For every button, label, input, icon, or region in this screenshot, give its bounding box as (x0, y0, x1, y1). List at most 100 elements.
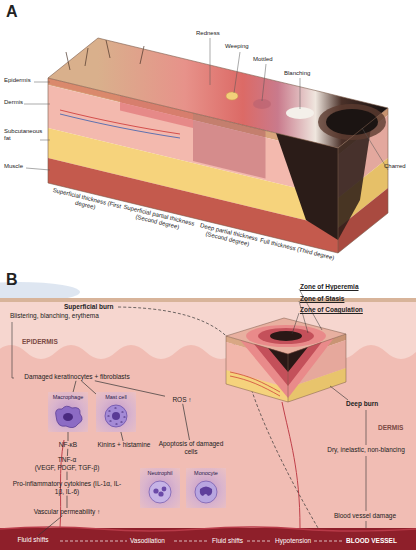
coagulation-core (270, 331, 302, 341)
burn-label: Superficial burn (64, 303, 113, 311)
layer-label: Epidermis (4, 77, 46, 84)
first-degree-zone (48, 78, 120, 102)
block-edge (48, 78, 388, 253)
cell-icon (48, 401, 88, 431)
sign-label: Mottled (253, 56, 273, 63)
process-text: Kinins + histamine (96, 441, 152, 449)
cell-box: Neutrophil (140, 468, 180, 508)
sign-label: Redness (196, 30, 220, 37)
node-text: (VEGF, PDGF, TGF-β) (22, 464, 112, 472)
effect-label: Vasodilation (130, 537, 165, 545)
connector (38, 516, 63, 536)
sign-label: Dry, inelastic, non-blancing (318, 446, 414, 454)
leader-line (330, 386, 366, 528)
process-text: Apoptosis of damaged cells (156, 440, 226, 456)
zone-label: Zone of Stasis (300, 295, 344, 303)
sign-label: Weeping (225, 43, 249, 50)
process-text: Pro-inflammatory cytokines (IL-1α, IL-1β… (12, 480, 122, 496)
node-text: Fluid shifts (8, 536, 58, 544)
nucleus-lobe (158, 491, 163, 496)
node-text: Monocyte (186, 470, 226, 477)
connector (73, 381, 76, 392)
layer-label: EPIDERMIS (22, 338, 58, 346)
sign-label: Charred (384, 163, 406, 170)
macrophage-body (56, 406, 82, 427)
deep-partial-zone (193, 113, 266, 179)
connector (121, 432, 123, 441)
nucleus-lobe (153, 488, 158, 493)
node-text: ROS ↑ (165, 396, 199, 404)
nucleus (63, 413, 73, 421)
node-text: Macrophage (48, 394, 88, 401)
layer-label: DERMIS (378, 424, 403, 432)
node-text: TNF-α (22, 456, 112, 464)
superficial-partial-zone (120, 96, 193, 129)
granules (108, 408, 125, 424)
skin-surface (0, 298, 416, 302)
vessel-wall (0, 527, 416, 531)
cell-icon (186, 477, 226, 507)
node-text: Apoptosis of damaged cells (156, 440, 226, 456)
process-text: Fluid shifts (8, 536, 58, 544)
nucleus (200, 486, 212, 496)
full-thickness-zone (276, 133, 338, 240)
node-text: Vascular permeability ↑ (12, 508, 122, 516)
node-text: Kinins + histamine (96, 441, 152, 449)
leader-line (210, 38, 388, 170)
stasis-ring (258, 328, 314, 344)
process-text: Damaged keratinocytes + fibroblasts (12, 373, 142, 381)
cell-box: Mast cell (96, 392, 136, 432)
node-text: Mast cell (96, 394, 136, 401)
burn-label: Deep burn (346, 400, 378, 408)
block-outline (48, 38, 388, 253)
sign-label: Blanching (284, 70, 310, 77)
cell-icon (140, 477, 180, 507)
connector (67, 496, 68, 508)
hyperemia-zone (240, 338, 334, 398)
connector (67, 472, 68, 480)
hyperemia-ring (246, 325, 326, 347)
panel-letter: B (6, 270, 18, 289)
panel-letter: A (6, 2, 18, 21)
mast-cell-body (105, 405, 127, 427)
sign-label: Blistering, blanching, erythema (10, 312, 99, 320)
blister (226, 92, 238, 100)
process-text: TNF-α(VEGF, PDGF, TGF-β) (22, 456, 112, 472)
effect-label: Fluid shifts (212, 537, 243, 545)
neutrophil-body (149, 481, 171, 503)
char-rim (318, 104, 386, 140)
zone-label: Zone of Hyperemia (300, 283, 359, 291)
node-text: Damaged keratinocytes + fibroblasts (12, 373, 142, 381)
connector (67, 449, 68, 456)
sign-label: Blood vessel damage (320, 512, 410, 520)
cell-box: Macrophage (48, 392, 88, 432)
cell-box: Monocyte (186, 468, 226, 508)
layer-label: Dermis (4, 99, 46, 106)
process-text: ROS ↑ (165, 396, 199, 404)
layer-label: Muscle (4, 163, 46, 170)
leader-line (24, 82, 50, 170)
nucleus-lobe (162, 486, 167, 491)
depth-divider (118, 307, 318, 528)
blood-vessel (0, 528, 416, 550)
node-text: NF-κB (48, 441, 88, 449)
hair (66, 40, 144, 70)
epidermis-region (0, 300, 416, 359)
effect-label: Hypotension (275, 537, 311, 545)
node-text: Pro-inflammatory cytokines (IL-1α, IL-1β… (12, 480, 122, 496)
cell-icon (96, 401, 136, 431)
nucleus (112, 412, 120, 420)
node-text: Neutrophil (140, 470, 180, 477)
leader-line (12, 322, 14, 378)
zone-label: Zone of Coagulation (300, 306, 363, 314)
process-text: NF-κB (48, 441, 88, 449)
process-text: Vascular permeability ↑ (12, 508, 122, 516)
cube-outline (226, 318, 346, 402)
connector (68, 432, 69, 441)
vessel-label: BLOOD VESSEL (346, 537, 397, 545)
layer-label: Subcutaneous fat (4, 128, 46, 142)
monocyte-body (195, 481, 217, 503)
dermis-region (0, 340, 416, 530)
connector (183, 404, 190, 440)
